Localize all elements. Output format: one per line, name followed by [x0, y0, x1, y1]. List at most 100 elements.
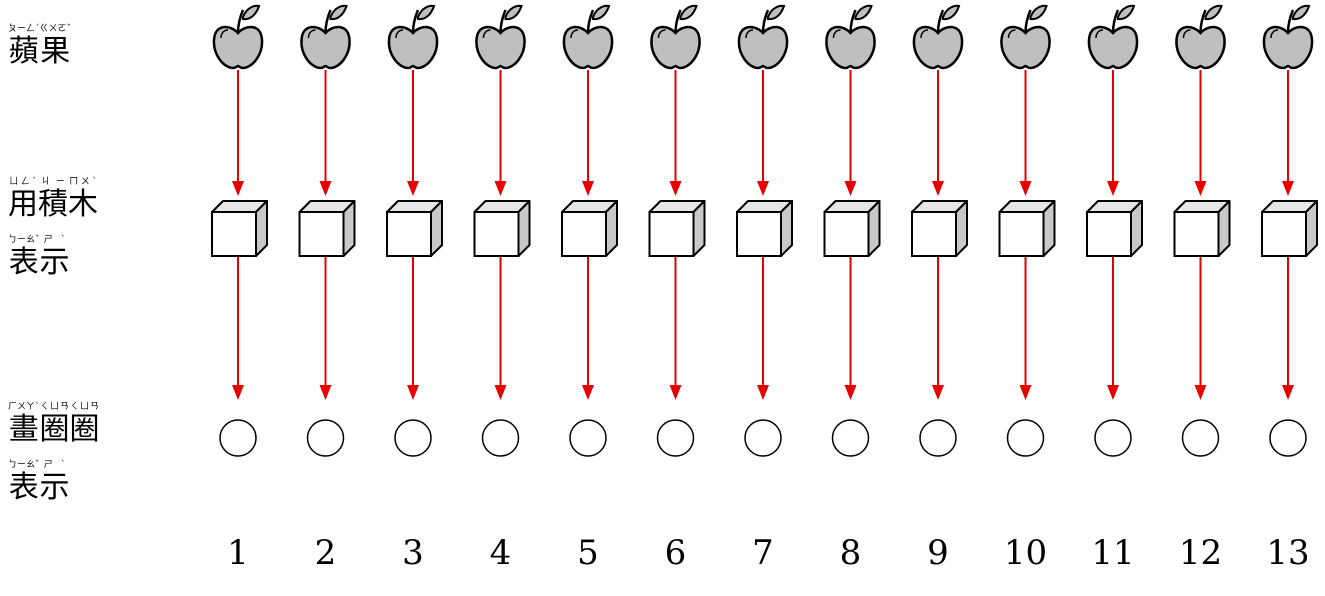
column-number: 5: [577, 533, 599, 573]
apple-icon: [650, 4, 701, 70]
label-character: 畫ㄏㄨㄚˋ: [8, 402, 40, 447]
apple-icon: [1175, 4, 1226, 70]
cube-icon: [911, 200, 968, 257]
label-line: 畫ㄏㄨㄚˋ圈ㄑㄩㄢ圈ㄑㄩㄢ: [8, 402, 100, 460]
bopomofo: ㄅㄧㄠˇ: [8, 235, 40, 245]
apple-icon: [475, 4, 526, 70]
circle-icon: [919, 419, 957, 457]
cube-icon: [1086, 200, 1143, 257]
bopomofo: ㄅㄧㄠˇ: [8, 460, 40, 470]
circle-icon: [656, 419, 695, 457]
label-character: 表ㄅㄧㄠˇ: [8, 235, 40, 280]
cube-icon: [298, 200, 356, 257]
column-number: 11: [1091, 533, 1134, 573]
bopomofo: ㄕˋ: [39, 235, 70, 245]
bopomofo: ㄐㄧ: [38, 177, 68, 187]
circle-icon: [306, 419, 345, 457]
cube-icon: [386, 200, 443, 257]
circle-icon: [219, 419, 257, 457]
column-number: 6: [665, 533, 687, 573]
column-number: 12: [1179, 533, 1222, 573]
label-apples: 蘋ㄆㄧㄥˊ果ㄍㄨㄛˇ: [8, 24, 71, 82]
label-character: 示ㄕˋ: [39, 460, 70, 505]
bopomofo: ㄕˋ: [39, 460, 70, 470]
arrow: [1282, 70, 1294, 196]
arrow: [1194, 256, 1207, 400]
column-number: 8: [840, 533, 862, 573]
label-line: 蘋ㄆㄧㄥˊ果ㄍㄨㄛˇ: [8, 24, 71, 82]
bopomofo: ㄑㄩㄢ: [39, 402, 70, 412]
circles-layer: [219, 419, 1307, 457]
cube-icon: [998, 200, 1056, 257]
arrow: [232, 70, 244, 196]
label-line: 表ㄅㄧㄠˇ示ㄕˋ: [8, 460, 100, 518]
circle-icon: [744, 419, 782, 457]
bopomofo: ㄑㄩㄢ: [69, 402, 100, 412]
arrow: [1019, 70, 1032, 196]
arrow: [1107, 256, 1119, 400]
arrow: [932, 256, 944, 400]
arrow: [319, 256, 332, 400]
cube-icon: [1173, 200, 1231, 257]
circle-icon: [1269, 419, 1307, 457]
arrow: [1107, 70, 1119, 196]
circle-icon: [1094, 419, 1132, 457]
arrow: [494, 256, 507, 400]
arrow: [582, 70, 594, 196]
column-number: 2: [315, 533, 337, 573]
apple-icon: [212, 4, 264, 70]
arrow: [407, 70, 419, 196]
label-character: 示ㄕˋ: [39, 235, 70, 280]
label-line: 表ㄅㄧㄠˇ示ㄕˋ: [8, 235, 98, 293]
label-character: 果ㄍㄨㄛˇ: [39, 24, 72, 69]
label-character: 圈ㄑㄩㄢ: [39, 402, 70, 447]
label-line: 用ㄩㄥˋ積ㄐㄧ木ㄇㄨˋ: [8, 177, 98, 235]
label-character: 蘋ㄆㄧㄥˊ: [8, 24, 40, 69]
cubes-layer: [211, 200, 1318, 257]
cube-icon: [823, 200, 881, 257]
apple-icon: [1000, 4, 1051, 70]
arrow: [932, 70, 944, 196]
arrow: [669, 256, 682, 400]
bopomofo: ㄆㄧㄥˊ: [8, 24, 40, 34]
cube-icon: [211, 200, 268, 257]
apple-icon: [387, 4, 439, 70]
arrows-layer: [232, 70, 1294, 400]
column-number: 7: [752, 533, 774, 573]
label-character: 積ㄐㄧ: [38, 177, 68, 222]
bopomofo: ㄇㄨˋ: [68, 177, 98, 187]
label-character: 表ㄅㄧㄠˇ: [8, 460, 40, 505]
apple-icon: [300, 4, 351, 70]
arrow: [1282, 256, 1294, 400]
column-number: 3: [402, 533, 424, 573]
cube-icon: [1261, 200, 1318, 257]
arrow: [407, 256, 419, 400]
cube-icon: [473, 200, 531, 257]
arrow: [757, 70, 769, 196]
apple-icon: [912, 4, 964, 70]
column-number: 10: [1004, 533, 1047, 573]
bopomofo: ㄏㄨㄚˋ: [8, 402, 40, 412]
arrow: [494, 70, 507, 196]
apple-icon: [1087, 4, 1139, 70]
column-number: 13: [1266, 533, 1309, 573]
apple-icon: [825, 4, 876, 70]
cube-icon: [736, 200, 793, 257]
label-character: 用ㄩㄥˋ: [8, 177, 38, 222]
bopomofo: ㄍㄨㄛˇ: [39, 24, 72, 34]
circle-icon: [1006, 419, 1045, 457]
circle-icon: [394, 419, 432, 457]
circle-icon: [831, 419, 870, 457]
apple-icon: [737, 4, 789, 70]
apples-layer: [212, 4, 1314, 70]
circle-icon: [1181, 419, 1220, 457]
column-number: 9: [927, 533, 949, 573]
arrow: [1194, 70, 1207, 196]
label-character: 圈ㄑㄩㄢ: [69, 402, 100, 447]
bopomofo: ㄩㄥˋ: [8, 177, 38, 187]
cube-icon: [648, 200, 706, 257]
label-circles: 畫ㄏㄨㄚˋ圈ㄑㄩㄢ圈ㄑㄩㄢ表ㄅㄧㄠˇ示ㄕˋ: [8, 402, 100, 518]
